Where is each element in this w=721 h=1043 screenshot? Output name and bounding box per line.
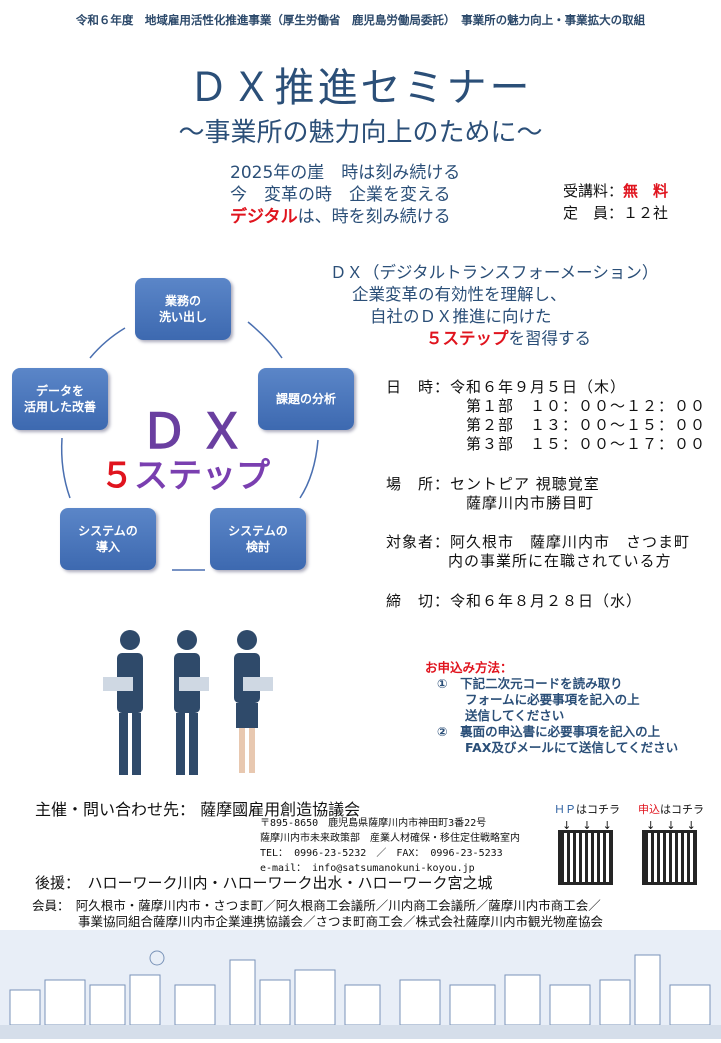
deadline-label: 締 切： bbox=[386, 592, 451, 610]
place-value: セントピア 視聴覚室 bbox=[450, 475, 600, 493]
step-box: システムの検討 bbox=[210, 508, 306, 570]
step-box: データを活用した改善 bbox=[12, 368, 108, 430]
organizer: 主催・問い合わせ先： 薩摩國雇用創造協議会 bbox=[35, 796, 360, 820]
catch-line: 2025年の崖 時は刻み続ける bbox=[230, 163, 461, 183]
step-box: 課題の分析 bbox=[258, 368, 354, 430]
description: ＤＸ（デジタルトランスフォーメーション） 企業変革の有効性を理解し、 自社のＤＸ… bbox=[330, 262, 658, 350]
apply-step: ① 下記二次元コードを読み取り bbox=[437, 676, 623, 691]
deadline-value: 令和６年８月２８日（水） bbox=[450, 592, 643, 610]
address: 〒895-8650 鹿児島県薩摩川内市神田町3番22号 bbox=[260, 818, 487, 829]
steps-num: ５ bbox=[100, 456, 134, 496]
catch-red: デジタル bbox=[230, 207, 298, 227]
steps-text: ステップ bbox=[134, 456, 270, 496]
apply-step: フォームに必要事項を記入の上 bbox=[465, 692, 640, 707]
place-address: 薩摩川内市勝目町 bbox=[466, 494, 595, 512]
apply-label: 申込 bbox=[638, 803, 660, 816]
page-title: ＤＸ推進セミナー bbox=[188, 65, 533, 111]
city-illustration bbox=[0, 930, 721, 1039]
hp-label: ＨＰ bbox=[554, 803, 576, 816]
cycle-arrows bbox=[60, 321, 319, 571]
step-box: システムの導入 bbox=[60, 508, 156, 570]
desc-line: ＤＸ（デジタルトランスフォーメーション） bbox=[330, 263, 659, 282]
hp-qr-code[interactable] bbox=[558, 830, 613, 885]
target-label: 対象者： bbox=[386, 533, 451, 551]
apply-step: ② 裏面の申込書に必要事項を記入の上 bbox=[437, 724, 661, 739]
header-text: 令和６年度 地域雇用活性化推進事業（厚生労働省 鹿児島労働局委託） 事業所の魅力… bbox=[75, 13, 646, 27]
members-line: 会員： 阿久根市・薩摩川内市・さつま町／阿久根商工会議所／川内商工会議所／薩摩川… bbox=[32, 898, 601, 913]
capacity: 定 員：１２社 bbox=[563, 204, 669, 222]
deadline-block: 締 切：令和６年８月２８日（水） bbox=[386, 592, 642, 611]
desc-line: 自社のＤＸ推進に向けた bbox=[370, 307, 552, 326]
organizer-label: 主催・問い合わせ先： bbox=[35, 800, 196, 819]
desc-line: を習得する bbox=[508, 329, 592, 348]
place-block: 場 所：セントピア 視聴覚室 薩摩川内市勝目町 bbox=[386, 475, 600, 513]
target-block: 対象者：阿久根市 薩摩川内市 さつま町 内の事業所に在職されている方 bbox=[386, 533, 690, 571]
members-line: 事業協同組合薩摩川内市企業連携協議会／さつま町商工会／株式会社薩摩川内市観光物産… bbox=[78, 914, 604, 929]
business-people-illustration bbox=[103, 630, 273, 775]
date-label: 日 時： bbox=[386, 378, 451, 396]
phone-fax: TEL： 0996-23-5232 ／ FAX： 0996-23-5233 bbox=[260, 848, 503, 859]
desc-line: 企業変革の有効性を理解し、 bbox=[352, 285, 567, 304]
catch-line: 今 変革の時 企業を変える bbox=[230, 185, 451, 205]
date-block: 日 時：令和６年９月５日（木） 第１部 １０：００～１２：００ 第２部 １３：０… bbox=[386, 378, 706, 454]
place-label: 場 所： bbox=[386, 475, 451, 493]
five-steps-label: ５ステップ bbox=[100, 448, 270, 497]
members: 会員： 阿久根市・薩摩川内市・さつま町／阿久根商工会議所／川内商工会議所／薩摩川… bbox=[32, 898, 603, 930]
apply-qr-code[interactable] bbox=[642, 830, 697, 885]
catch-line: は、時を刻み続ける bbox=[297, 207, 451, 227]
catchphrase: 2025年の崖 時は刻み続ける 今 変革の時 企業を変える デジタルは、時を刻み… bbox=[230, 162, 460, 228]
page-subtitle: ～事業所の魅力向上のために～ bbox=[178, 118, 543, 148]
apply-step: FAX及びメールにて送信してください bbox=[465, 740, 679, 755]
organizer-address: 〒895-8650 鹿児島県薩摩川内市神田町3番22号 薩摩川内市未来政策部 産… bbox=[260, 816, 520, 876]
dx-label: ＤＸ bbox=[140, 404, 257, 460]
organizer-name: 薩摩國雇用創造協議会 bbox=[200, 800, 361, 819]
application-method: お申込み方法： ① 下記二次元コードを読み取り フォームに必要事項を記入の上 送… bbox=[425, 660, 678, 756]
arrow-down-icon: ↓ ↓ ↓ bbox=[562, 819, 612, 832]
city-buildings bbox=[0, 950, 721, 1039]
fee-value: 無 料 bbox=[623, 182, 669, 200]
apply-step: 送信してください bbox=[465, 708, 565, 723]
session: 第２部 １３：００～１５：００ bbox=[466, 416, 707, 434]
email[interactable]: e-mail： info@satsumanokuni-koyou.jp bbox=[260, 863, 475, 874]
fee-info: 受講料：無 料 定 員：１２社 bbox=[563, 180, 668, 224]
arrow-down-icon: ↓ ↓ ↓ bbox=[646, 819, 696, 832]
target-value: 内の事業所に在職されている方 bbox=[448, 552, 672, 570]
supporters: 後援： ハローワーク川内・ハローワーク出水・ハローワーク宮之城 bbox=[35, 874, 493, 892]
fee-label: 受講料： bbox=[563, 182, 624, 200]
qr-label-text: はコチラ bbox=[660, 803, 704, 816]
hp-qr-label: ＨＰはコチラ ↓ ↓ ↓ bbox=[552, 801, 622, 833]
step-box: 業務の洗い出し bbox=[135, 278, 231, 340]
desc-red: ５ステップ bbox=[426, 329, 509, 348]
apply-title: お申込み方法： bbox=[425, 660, 513, 675]
target-value: 阿久根市 薩摩川内市 さつま町 bbox=[450, 533, 691, 551]
session: 第３部 １５：００～１７：００ bbox=[466, 435, 707, 453]
qr-label-text: はコチラ bbox=[576, 803, 620, 816]
apply-qr-label: 申込はコチラ ↓ ↓ ↓ bbox=[636, 801, 706, 833]
session: 第１部 １０：００～１２：００ bbox=[466, 397, 707, 415]
sun-icon bbox=[149, 950, 165, 966]
department: 薩摩川内市未来政策部 産業人材確保・移住定住戦略室内 bbox=[260, 833, 520, 844]
date-value: 令和６年９月５日（木） bbox=[450, 378, 627, 396]
